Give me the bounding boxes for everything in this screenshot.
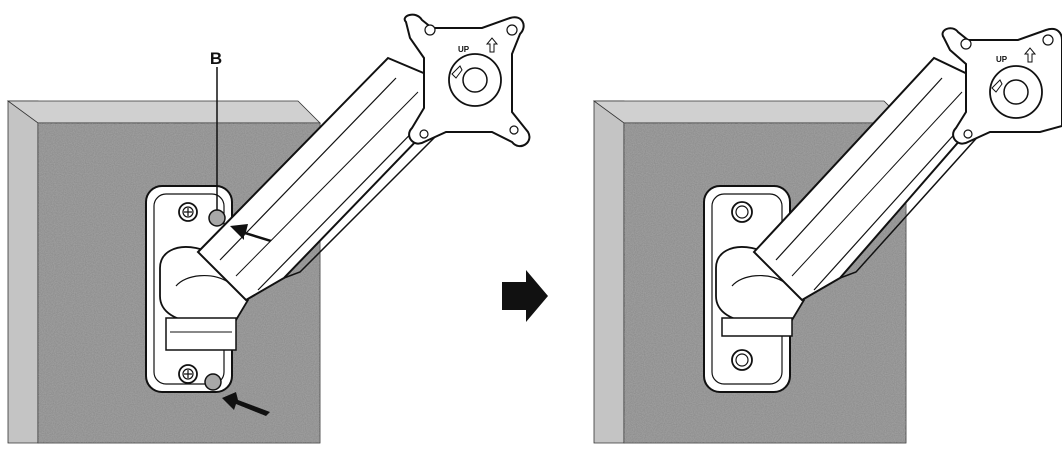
- lock-icon: [451, 65, 463, 79]
- up-arrow-icon: [1023, 47, 1037, 63]
- callout-label: B: [210, 49, 222, 68]
- plate-up-label: UP: [996, 55, 1008, 64]
- push-arrow-top: [230, 224, 272, 242]
- panel-after: UP: [592, 27, 1062, 444]
- lock-icon: [991, 79, 1003, 93]
- panel-before: B UP: [6, 13, 531, 444]
- screw-top: [178, 202, 198, 222]
- cover-cap-bottom: [204, 373, 222, 391]
- cover-cap-top: [208, 209, 226, 227]
- vesa-plate: UP: [941, 27, 1062, 145]
- screw-bottom: [178, 364, 198, 384]
- cover-cap-bottom: [731, 349, 753, 371]
- right-arrow-icon: [502, 270, 548, 322]
- push-arrow-bottom: [222, 392, 270, 416]
- up-arrow-icon: [485, 37, 499, 53]
- vesa-plate: UP: [403, 13, 531, 148]
- cover-cap-top: [731, 201, 753, 223]
- plate-up-label: UP: [458, 45, 470, 54]
